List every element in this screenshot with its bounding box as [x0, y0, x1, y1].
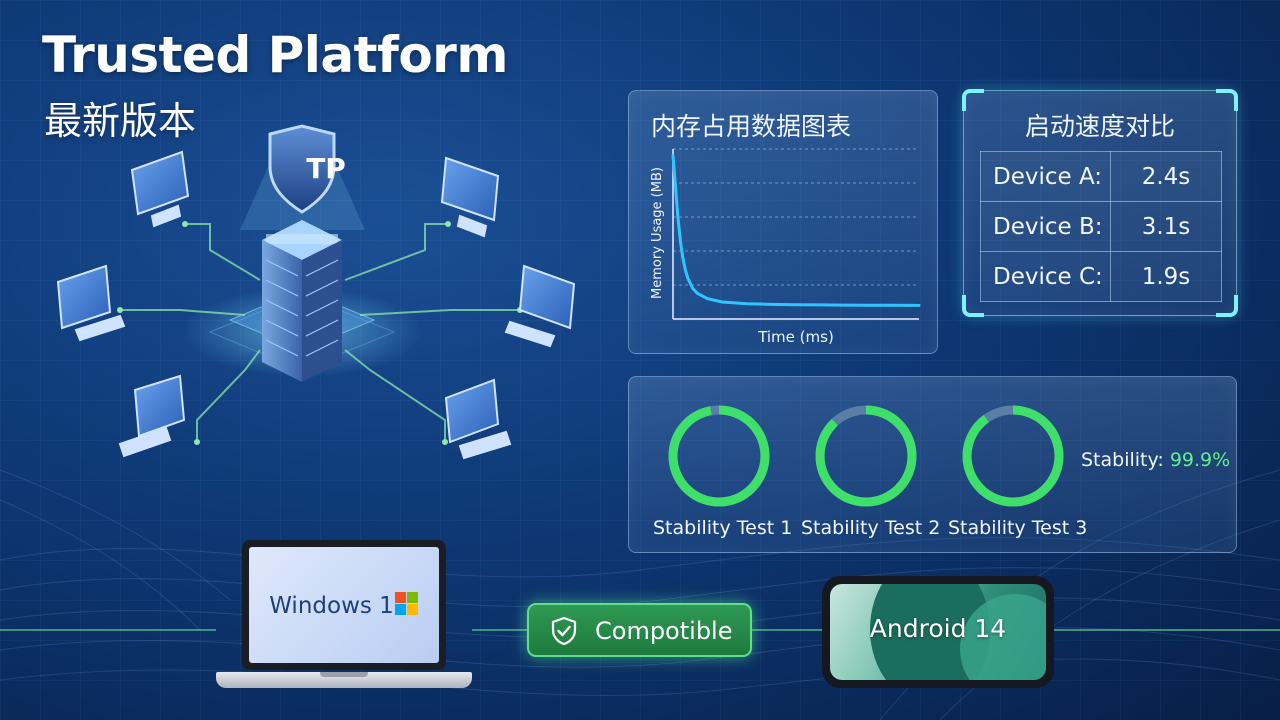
memory-y-axis-label: Memory Usage (MB): [650, 167, 665, 299]
shield-badge-text: TP: [306, 152, 346, 185]
monitor-bottom-right: [444, 378, 512, 460]
startup-time: 2.4s: [1110, 151, 1222, 202]
corner-accent: [962, 89, 984, 111]
stability-panel: Stability Test 1 Stability Test 2 Stabil…: [628, 376, 1237, 553]
monitor-left: [56, 264, 126, 342]
android-phone: Android 14: [822, 576, 1054, 688]
laptop-base: [216, 672, 472, 688]
device-name: Device B:: [980, 201, 1111, 252]
windows-laptop: Windows 1: [216, 538, 472, 694]
memory-series-line: [671, 154, 921, 307]
table-row: Device A: 2.4s: [980, 151, 1222, 202]
monitor-top-left: [130, 150, 190, 228]
ring-progress-arc: [815, 405, 917, 507]
phone-screen: Android 14: [830, 584, 1046, 680]
table-row: Device C: 1.9s: [980, 251, 1222, 302]
startup-speed-panel: 启动速度对比 Device A: 2.4s Device B: 3.1s Dev…: [962, 89, 1238, 317]
monitor-right: [504, 264, 576, 348]
compatible-badge: Compotible: [527, 603, 752, 657]
compatible-label: Compotible: [595, 617, 733, 645]
memory-line-chart: Time (ms) Memory Usage (MB): [650, 148, 921, 346]
stability-test-label: Stability Test 3: [948, 517, 1088, 539]
stability-summary: Stability: 99.9%: [1081, 449, 1230, 471]
memory-chart-panel: 内存占用数据图表 Time (ms) Memory Usage (MB): [628, 90, 938, 354]
android-label: Android 14: [869, 614, 1007, 643]
ring-progress-arc: [962, 405, 1064, 507]
stability-ring-1: [659, 401, 779, 511]
monitor-top-right: [440, 156, 500, 238]
ring-progress-arc: [668, 405, 770, 507]
stability-test-label: Stability Test 2: [801, 517, 941, 539]
shield-check-icon: [551, 616, 577, 646]
windows-label: Windows 1: [249, 592, 439, 619]
device-name: Device A:: [980, 151, 1111, 202]
table-row: Device B: 3.1s: [980, 201, 1222, 252]
page-title: Trusted Platform: [42, 26, 508, 84]
corner-accent: [1216, 89, 1238, 111]
page-subtitle: 最新版本: [44, 99, 197, 143]
memory-x-axis-label: Time (ms): [757, 328, 834, 346]
startup-speed-title: 启动速度对比: [1024, 112, 1175, 141]
stability-ring-2: [806, 401, 926, 511]
memory-chart-title: 内存占用数据图表: [651, 112, 852, 141]
laptop-notch: [320, 672, 368, 677]
stability-ring-3: [953, 401, 1073, 511]
network-hub-illustration: [56, 124, 576, 460]
corner-accent: [1216, 295, 1238, 317]
windows-label-text: Windows 1: [269, 593, 394, 619]
startup-time: 1.9s: [1110, 251, 1222, 302]
windows-logo-icon: [394, 592, 419, 616]
monitor-bottom-left: [118, 374, 186, 458]
laptop-screen: Windows 1: [242, 540, 446, 670]
startup-speed-table: Device A: 2.4s Device B: 3.1s Device C: …: [980, 151, 1222, 302]
stability-summary-label: Stability:: [1081, 449, 1164, 471]
corner-accent: [962, 295, 984, 317]
startup-time: 3.1s: [1110, 201, 1222, 252]
stability-test-label: Stability Test 1: [653, 517, 793, 539]
stability-summary-value: 99.9%: [1169, 449, 1231, 471]
device-name: Device C:: [980, 251, 1111, 302]
